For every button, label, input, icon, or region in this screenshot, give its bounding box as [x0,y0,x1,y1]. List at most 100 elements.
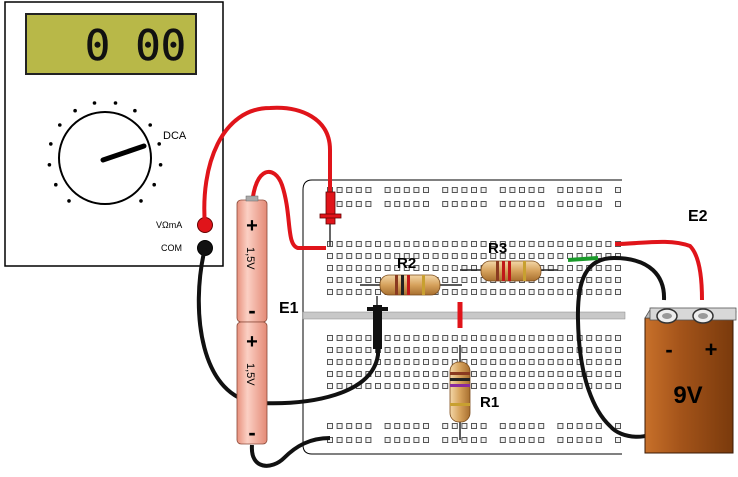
breadboard-hole [557,347,564,353]
breadboard-hole [346,241,353,247]
breadboard-hole [327,423,333,429]
breadboard-hole [519,289,525,295]
breadboard-hole [327,371,333,377]
breadboard-hole [509,289,516,295]
breadboard-hole [394,335,401,341]
breadboard-hole [499,347,506,353]
breadboard-hole [567,359,573,365]
breadboard-hole [499,437,506,443]
breadboard-hole [461,335,468,341]
breadboard-hole [499,253,506,259]
breadboard-hole [519,371,525,377]
black-probe[interactable] [367,296,388,349]
resistor-r2[interactable] [360,274,462,296]
breadboard-hole [615,265,621,271]
breadboard-hole [423,359,429,365]
breadboard-hole [480,253,487,259]
breadboard-hole [567,371,573,377]
breadboard-hole [557,187,564,193]
breadboard-hole [471,277,477,283]
resistor-r1[interactable] [449,345,471,440]
breadboard-hole [547,289,554,295]
breadboard-hole [365,423,372,429]
dial-marker-dot [158,163,163,167]
breadboard-hole [615,423,621,429]
breadboard-hole [355,241,362,247]
breadboard-hole [595,289,602,295]
dial-marker-dot [54,182,58,187]
breadboard-hole [403,187,410,193]
breadboard-hole [528,371,535,377]
com-jack-label: COM [161,243,182,253]
breadboard-hole [547,371,554,377]
range-dial[interactable] [47,101,163,205]
breadboard-hole [365,187,372,193]
breadboard-hole [499,241,506,247]
breadboard-hole [509,371,516,377]
e2-minus: - [665,337,672,362]
breadboard-hole [576,437,583,443]
breadboard-hole [423,423,429,429]
breadboard-hole [365,383,372,389]
battery-e2[interactable]: - + 9V [644,307,737,454]
breadboard-hole [442,347,449,353]
breadboard-hole [442,187,449,193]
red-jumper-e1 [250,169,326,250]
cell1-voltage: 1,5V [244,247,256,270]
breadboard-hole [519,241,525,247]
breadboard-hole [451,253,458,259]
breadboard-hole [519,437,525,443]
breadboard-hole [451,289,458,295]
breadboard-hole [480,187,487,193]
breadboard-hole [346,289,353,295]
breadboard-hole [615,347,621,353]
breadboard-hole [413,265,420,271]
breadboard-hole [480,335,487,341]
breadboard-hole [451,187,458,193]
breadboard-hole [519,423,525,429]
breadboard-hole [615,359,621,365]
breadboard-hole [375,289,381,295]
breadboard-hole [519,253,525,259]
breadboard-hole [480,359,487,365]
breadboard-hole [355,277,362,283]
breadboard-hole [519,187,525,193]
breadboard-hole [375,241,381,247]
breadboard-hole [442,371,449,377]
breadboard-hole [509,383,516,389]
breadboard-hole [423,265,429,271]
r3-label: R3 [488,240,507,257]
breadboard-hole [605,383,612,389]
breadboard-hole [538,423,545,429]
resistor-r3[interactable] [460,260,558,282]
breadboard-hole [528,347,535,353]
breadboard-hole [327,277,333,283]
breadboard-hole [432,265,439,271]
breadboard-hole [432,383,439,389]
breadboard-hole [451,437,458,443]
breadboard-center-channel [302,311,626,320]
r2-label: R2 [397,255,416,272]
breadboard-hole [595,383,602,389]
breadboard-hole [480,241,487,247]
battery-e1[interactable]: + 1,5V - + 1,5V - [236,195,268,445]
breadboard-hole [557,371,564,377]
breadboard-hole [355,423,362,429]
breadboard-hole [384,241,391,247]
breadboard-hole [499,371,506,377]
dial-marker-dot [139,199,143,203]
breadboard-hole [528,437,535,443]
breadboard-hole [423,201,429,207]
breadboard-hole [509,187,516,193]
breadboard-hole [538,437,545,443]
dial-pointer [100,143,147,163]
red-probe[interactable] [319,191,342,246]
breadboard-hole [413,187,420,193]
breadboard-hole [336,201,343,207]
breadboard-hole [605,371,612,377]
breadboard-hole [346,277,353,283]
breadboard-hole [327,289,333,295]
breadboard-hole [442,265,449,271]
breadboard-holes [327,187,621,443]
breadboard-hole [346,265,353,271]
